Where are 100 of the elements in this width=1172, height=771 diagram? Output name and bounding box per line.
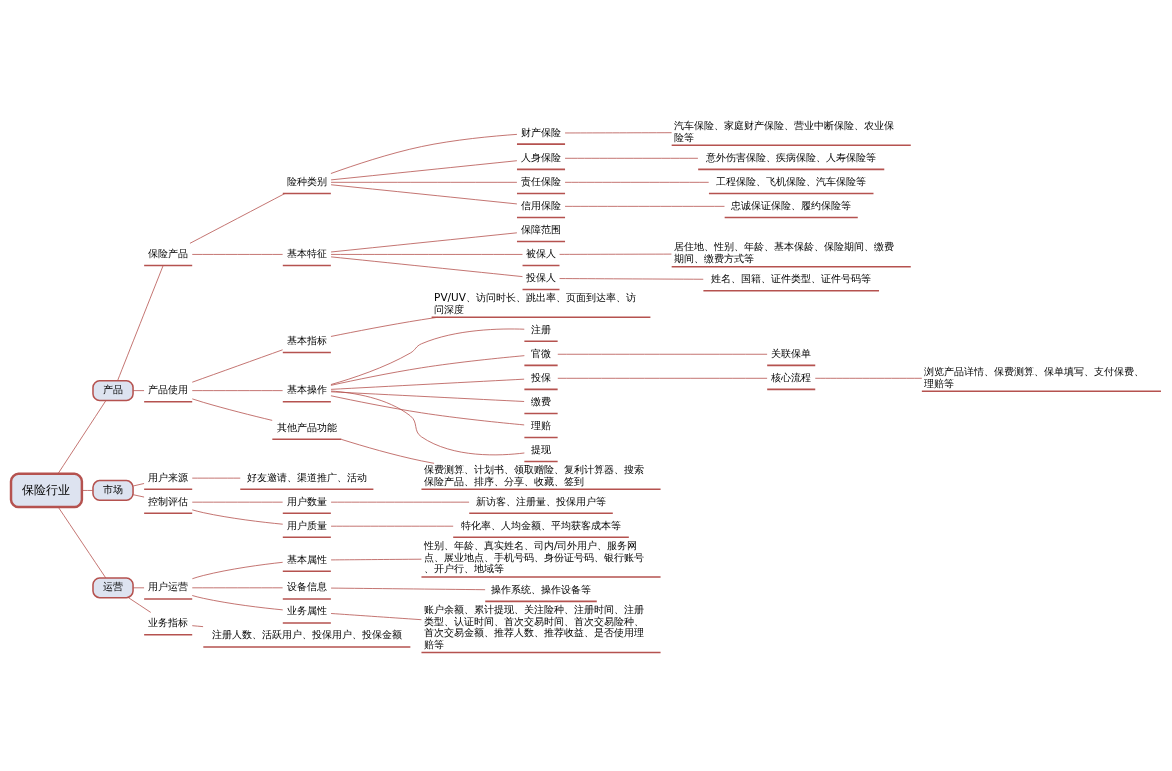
connector [330, 612, 422, 620]
connector [191, 501, 283, 503]
connector [191, 594, 284, 610]
connector [330, 316, 438, 337]
node-text: 账户余额、累计提现、关注险种、注册时间、注册类型、认证时间、首次交易时间、首次交易险种、首次交易金额、推荐人数、推荐收益、是否使用理赔等 [423, 602, 644, 650]
connector [330, 390, 525, 455]
node-text: 人身保险 [521, 150, 562, 163]
connector [330, 328, 525, 385]
node-text: 财产保险 [521, 125, 562, 138]
node-text: 投保 [531, 370, 552, 383]
connector [191, 389, 283, 391]
connector [132, 586, 145, 588]
connector [330, 253, 523, 255]
connector [191, 561, 284, 579]
node-text: 居住地、性别、年龄、基本保龄、保险期间、缴费期间、缴费方式等 [674, 239, 895, 264]
connector [330, 354, 525, 386]
connector [330, 181, 518, 183]
connector [330, 390, 525, 402]
node-text: 投保人 [526, 270, 557, 283]
node-text: 被保人 [526, 246, 557, 259]
node-text: 操作系统、操作设备等 [491, 582, 592, 595]
connector [57, 506, 107, 578]
node-text: 忠诚保证保险、履约保险等 [731, 198, 852, 211]
connector [559, 253, 672, 255]
connector [557, 377, 768, 379]
node-text: 用户来源 [148, 470, 189, 483]
node-text: PV/UV、访问时长、跳出率、页面到达率、访问深度 [434, 290, 636, 315]
node-box: 市场 [92, 479, 134, 501]
connector [117, 264, 164, 381]
node-text: 控制评估 [148, 494, 189, 507]
node-text: 注册人数、活跃用户、投保用户、投保金额 [211, 627, 402, 640]
node-text: 官微 [531, 346, 552, 359]
connector [330, 501, 470, 503]
node-text: 保险产品 [148, 246, 189, 259]
connector [557, 353, 768, 355]
node-text: 关联保单 [771, 346, 812, 359]
connector [330, 378, 525, 390]
node-text: 险种类别 [286, 174, 327, 187]
node-text: 用户质量 [286, 518, 327, 531]
node-text: 特化率、人均金额、平均获客成本等 [461, 518, 622, 531]
node-box: 保险行业 [9, 472, 84, 508]
connector [330, 231, 518, 252]
node-text: 核心流程 [771, 370, 812, 383]
node-text: 用户数量 [286, 494, 327, 507]
node-text: 保费测算、计划书、领取赠险、复利计算器、搜索保险产品、排序、分享、收藏、签到 [423, 462, 644, 487]
connector [559, 277, 704, 280]
node-text: 姓名、国籍、证件类型、证件号码等 [711, 271, 872, 284]
node-text: 汽车保险、家庭财产保险、营业中断保险、农业保险等 [674, 118, 895, 143]
connector [132, 493, 145, 497]
node-text: 其他产品功能 [276, 420, 337, 433]
node-text: 业务属性 [286, 603, 327, 616]
connector [330, 255, 523, 277]
node-text: 基本指标 [286, 333, 327, 346]
node-text: 新访客、注册量、投保用户等 [476, 494, 607, 507]
connector [191, 586, 283, 588]
node-box: 运营 [92, 576, 134, 598]
connector [330, 558, 422, 560]
connector [191, 624, 204, 627]
node-text: 浏览产品详情、保费测算、保单填写、支付保费、理赔等 [924, 364, 1145, 389]
node-text: 信用保险 [521, 198, 562, 211]
connector [564, 157, 699, 159]
node-text: 注册 [531, 322, 552, 335]
connector [330, 394, 525, 425]
connector [191, 477, 241, 479]
connector [132, 482, 145, 486]
connector [814, 377, 923, 379]
connector [330, 183, 518, 204]
connector [330, 587, 486, 590]
connector [191, 397, 273, 421]
connector [189, 192, 286, 244]
node-text: 业务指标 [148, 615, 189, 628]
connector [330, 525, 454, 527]
node-text: 用户运营 [148, 579, 189, 592]
connector [128, 596, 152, 613]
connector [330, 133, 518, 174]
connector [191, 508, 284, 525]
node-text: 提现 [531, 442, 552, 455]
node-text: 责任保险 [521, 174, 562, 187]
node-box: 产品 [92, 379, 134, 401]
connector [191, 348, 283, 383]
node-text: 保障范围 [521, 222, 562, 235]
node-text: 工程保险、飞机保险、汽车保险等 [716, 174, 867, 187]
connector [564, 131, 673, 133]
connector [564, 205, 725, 207]
node-text: 基本属性 [286, 552, 327, 565]
node-text: 意外伤害保险、疾病保险、人寿保险等 [706, 150, 877, 163]
connector [81, 489, 94, 491]
connector [340, 438, 435, 464]
connector [330, 159, 518, 180]
connector [132, 389, 145, 391]
connector [191, 253, 283, 255]
node-text: 性别、年龄、真实姓名、司内/司外用户、服务网点、展业地点、手机号码、身份证号码、银行账号、开户行、地域等 [423, 538, 644, 574]
node-text: 好友邀请、渠道推广、活动 [246, 470, 367, 483]
node-text: 基本特征 [286, 246, 327, 259]
node-text: 理赔 [531, 418, 552, 431]
node-text: 设备信息 [286, 579, 327, 592]
node-text: 产品使用 [148, 382, 189, 395]
node-text: 基本操作 [286, 382, 327, 395]
connector [57, 399, 107, 474]
node-text: 缴费 [531, 394, 552, 407]
